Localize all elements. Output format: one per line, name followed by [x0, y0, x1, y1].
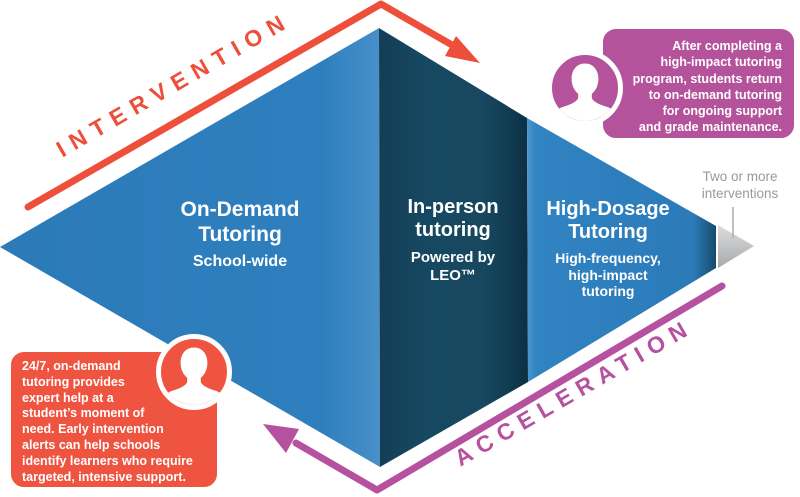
callout-line: high-impact tutoring [660, 55, 782, 70]
callout-line: 24/7, on-demand [22, 359, 121, 373]
left-face-on-demand [0, 28, 380, 467]
callout-top-right: After completing a high-impact tutoring … [600, 26, 797, 141]
callout-line: expert help at a [22, 390, 114, 405]
section-subtitle: School-wide [192, 253, 288, 270]
person-icon [156, 334, 232, 410]
callout-line: targeted, intensive support. [22, 469, 186, 484]
callout-line: for ongoing support [662, 104, 782, 119]
right-face-high-dosage [527, 118, 716, 382]
section-title: On-Demand Tutoring [180, 198, 300, 246]
section-high-dosage: High-Dosage Tutoring High-frequency, hig… [533, 198, 683, 300]
section-subtitle: Powered by LEO™ [410, 249, 496, 284]
center-panel-in-person [379, 28, 528, 467]
person-icon [547, 50, 623, 126]
callout-line: to on-demand tutoring [648, 87, 782, 102]
tip-triangle [718, 225, 754, 268]
callout-line: and grade maintenance. [638, 120, 782, 135]
callout-line: student’s moment of [22, 406, 145, 421]
section-title: High-Dosage Tutoring [546, 198, 670, 243]
section-in-person: In-person tutoring Powered by LEO™ [388, 196, 518, 285]
callout-bottom-left: 24/7, on-demand tutoring provides expert… [8, 349, 220, 490]
section-title: In-person tutoring [407, 196, 499, 241]
section-on-demand: On-Demand Tutoring School-wide [155, 197, 325, 271]
callout-line: tutoring provides [22, 374, 125, 389]
intervention-arrow-icon [24, 0, 480, 211]
callout-line: need. Early intervention [22, 422, 164, 437]
callout-line: After completing a [672, 39, 782, 53]
callout-line: identify learners who require [22, 453, 193, 468]
tip-caption: Two or more interventions [701, 169, 779, 201]
callout-line: program, students return [632, 71, 782, 86]
acceleration-arrow-icon [263, 282, 726, 494]
section-subtitle: High-frequency, high-impact tutoring [555, 250, 661, 299]
callout-line: alerts can help schools [22, 437, 161, 452]
